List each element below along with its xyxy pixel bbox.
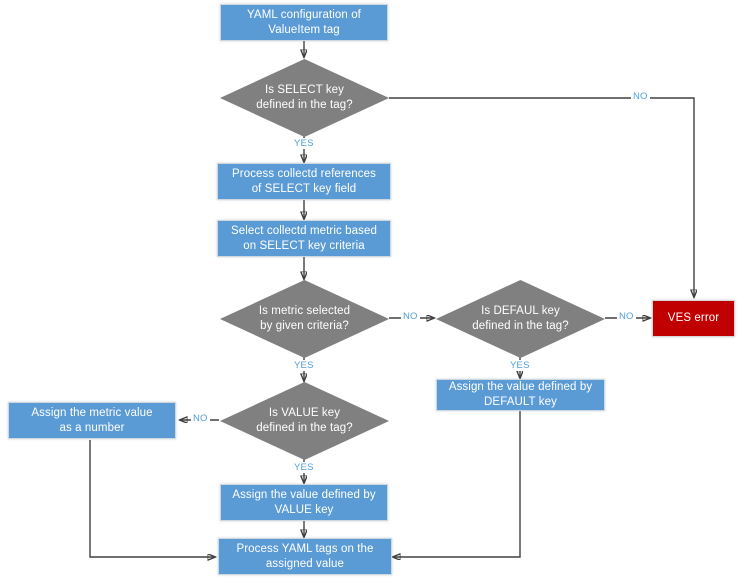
node-text-line1: Is DEFAUL key <box>481 305 560 317</box>
node-text-line1: YAML configuration of <box>247 8 361 21</box>
node-text-line1: Is metric selected <box>258 305 351 317</box>
node-yaml-configuration[interactable]: YAML configuration of ValueItem tag <box>220 4 388 41</box>
node-text-line2: as a number <box>59 421 125 434</box>
node-text-line1: Process collectd references <box>232 167 376 180</box>
edge-label-metric-yes: YES <box>292 360 316 371</box>
node-text-line1: Is VALUE key <box>268 407 341 419</box>
node-text-line2: defined in the tag? <box>472 320 569 332</box>
node-process-collectd-references[interactable]: Process collectd references of SELECT ke… <box>217 163 391 200</box>
node-process-yaml-tags[interactable]: Process YAML tags on the assigned value <box>218 538 392 575</box>
edge-label-value-no: NO <box>191 413 210 424</box>
node-assign-value-value-key[interactable]: Assign the value defined by VALUE key <box>220 484 388 521</box>
node-is-default-key-defined[interactable]: Is DEFAUL key defined in the tag? <box>436 280 605 358</box>
node-text-line2: VALUE key <box>274 503 334 516</box>
node-text-line1: Assign the metric value <box>31 406 153 419</box>
node-text-line2: by given criteria? <box>260 320 349 332</box>
edge-label-default-yes: YES <box>508 360 532 371</box>
node-text-line1: VES error <box>667 312 720 324</box>
node-text-line1: Process YAML tags on the <box>236 542 374 555</box>
edge-label-value-yes: YES <box>292 462 316 473</box>
node-text-line2: defined in the tag? <box>256 99 353 111</box>
node-assign-metric-value-as-number[interactable]: Assign the metric value as a number <box>8 402 176 439</box>
edge-label-select-yes: YES <box>292 138 316 149</box>
node-text-line2: ValueItem tag <box>268 23 340 36</box>
edge-label-metric-no: NO <box>401 311 420 322</box>
edge-select-no-to-error <box>389 97 694 297</box>
node-text-line1: Select collectd metric based <box>231 224 377 237</box>
node-select-collectd-metric[interactable]: Select collectd metric based on SELECT k… <box>217 220 391 257</box>
node-ves-error[interactable]: VES error <box>652 300 735 337</box>
node-text-line2: assigned value <box>265 557 345 570</box>
node-text-line2: DEFAULT key <box>484 396 557 408</box>
node-text-line1: Assign the value defined by <box>448 381 593 393</box>
node-text-line2: on SELECT key criteria <box>243 239 365 252</box>
node-is-metric-selected[interactable]: Is metric selected by given criteria? <box>220 280 389 358</box>
node-is-select-key-defined[interactable]: Is SELECT key defined in the tag? <box>220 59 389 137</box>
edge-label-default-no: NO <box>617 311 636 322</box>
edge-default-assign-to-process <box>393 410 521 557</box>
node-is-value-key-defined[interactable]: Is VALUE key defined in the tag? <box>220 382 389 460</box>
node-text-line2: of SELECT key field <box>251 182 357 195</box>
edge-label-select-no: NO <box>631 91 650 102</box>
node-text-line1: Assign the value defined by <box>232 488 376 501</box>
node-text-line2: defined in the tag? <box>256 422 353 434</box>
edge-number-to-process <box>89 440 215 557</box>
node-text-line1: Is SELECT key <box>264 84 345 96</box>
node-assign-value-default-key[interactable]: Assign the value defined by DEFAULT key <box>436 379 605 411</box>
